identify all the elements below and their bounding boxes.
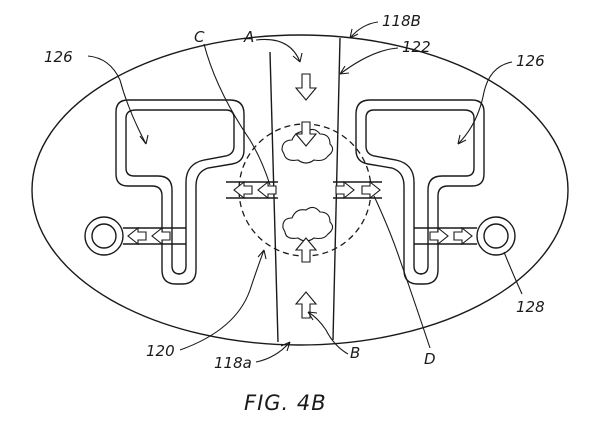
leader-126-right [457,61,513,145]
channel-left-wall [269,51,279,343]
left-chamber-inner [125,109,235,275]
leader-d [373,195,431,349]
leader-120-arrow [257,249,267,260]
label-c: C [194,28,205,46]
upper-cloud [281,128,334,164]
label-b: B [350,344,360,362]
leader-c [203,43,271,186]
leader-a-arrow [292,52,303,63]
label-120: 120 [146,342,175,360]
arrow-right-bar-2 [361,180,381,200]
right-port-inner [483,223,509,249]
arrow-up-middle [294,237,318,263]
leader-126-left-arrow [139,134,149,145]
leader-118a-arrow [280,341,291,352]
right-chamber-inner [365,109,475,275]
leader-a [255,38,301,63]
leader-126-right-arrow [457,134,467,145]
right-port-connector [414,227,477,245]
leader-128 [503,251,523,295]
leader-b-arrow [307,311,318,321]
arrow-down-upper [294,73,318,101]
right-chamber-outer [355,99,485,285]
label-122: 122 [402,38,431,56]
left-port-outer [84,216,124,256]
label-128: 128 [516,298,545,316]
arrow-down-middle [294,121,318,147]
arrow-right-bar-1 [335,180,355,200]
arrow-left-port-2 [151,226,171,246]
left-chamber-outer [115,99,245,285]
leader-122-arrow [339,65,350,75]
leader-118b-arrow [349,28,359,39]
horizontal-bar-right [333,181,382,199]
leader-b [307,311,349,355]
label-126-right: 126 [516,52,545,70]
label-d: D [424,350,436,368]
right-port-outer [476,216,516,256]
leader-118b [349,21,379,39]
arrow-right-port-2 [453,226,473,246]
label-a: A [243,28,254,46]
leader-120 [179,249,265,351]
arrow-right-port-1 [429,226,449,246]
arrow-up-lower [294,291,318,319]
left-port-connector [123,227,186,245]
label-118b: 118B [382,12,421,30]
leader-126-left [87,55,147,145]
lower-cloud [282,206,334,242]
leader-122 [339,47,399,75]
label-126-left: 126 [44,48,73,66]
outer-ellipse [31,34,569,346]
arrow-left-bar-2 [257,180,277,200]
arrow-left-port-1 [127,226,147,246]
left-port-inner [91,223,117,249]
arrow-left-bar-1 [233,180,253,200]
figure-caption: FIG. 4B [244,391,327,415]
leader-118a [255,341,291,363]
label-118a: 118a [214,354,252,372]
